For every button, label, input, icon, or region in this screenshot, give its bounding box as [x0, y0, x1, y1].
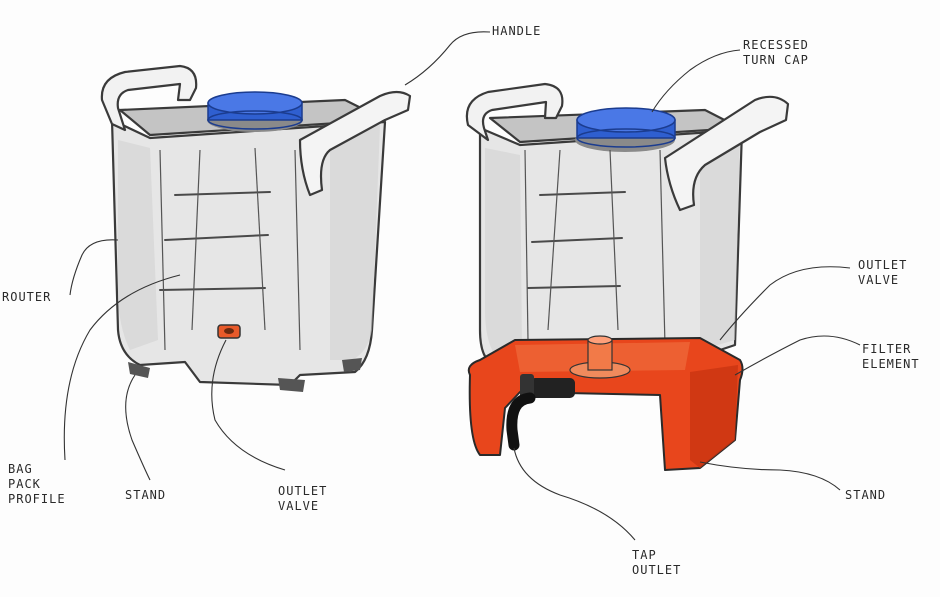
right-body-shade — [485, 148, 522, 355]
right-container — [465, 82, 790, 471]
label-recessed-turn-cap: RECESSED TURN CAP — [743, 38, 809, 67]
right-blue-cap — [575, 107, 676, 152]
left-stand-feet — [128, 362, 150, 378]
leader-lines — [63, 31, 861, 541]
right-ribs — [524, 149, 666, 346]
label-outlet-valve-left: OUTLET VALVE — [278, 484, 328, 513]
right-tap-outlet — [506, 374, 575, 451]
label-handle: HANDLE — [492, 24, 542, 38]
left-body-shade — [118, 140, 158, 350]
right-handle-front — [663, 95, 790, 212]
left-handle-rear — [100, 64, 198, 132]
label-bag-pack-profile: BAG PACK PROFILE — [8, 462, 66, 506]
right-body-shade-right — [700, 132, 740, 350]
left-blue-cap — [207, 91, 303, 132]
label-stand-left: STAND — [125, 488, 167, 502]
right-filter-element — [569, 335, 631, 379]
label-stand-right: STAND — [845, 488, 887, 502]
left-outlet-valve — [217, 324, 241, 339]
right-orange-stand — [467, 335, 744, 471]
left-handle-front — [298, 90, 412, 197]
label-outlet-valve-right: OUTLET VALVE — [858, 258, 908, 287]
label-filter-element: FILTER ELEMENT — [862, 342, 920, 371]
label-tap-outlet: TAP OUTLET — [632, 548, 682, 577]
label-router: ROUTER — [2, 290, 52, 304]
left-body-shade-right — [330, 125, 380, 360]
left-container — [100, 64, 412, 392]
right-handle-rear — [465, 82, 564, 142]
left-ribs — [159, 147, 301, 351]
